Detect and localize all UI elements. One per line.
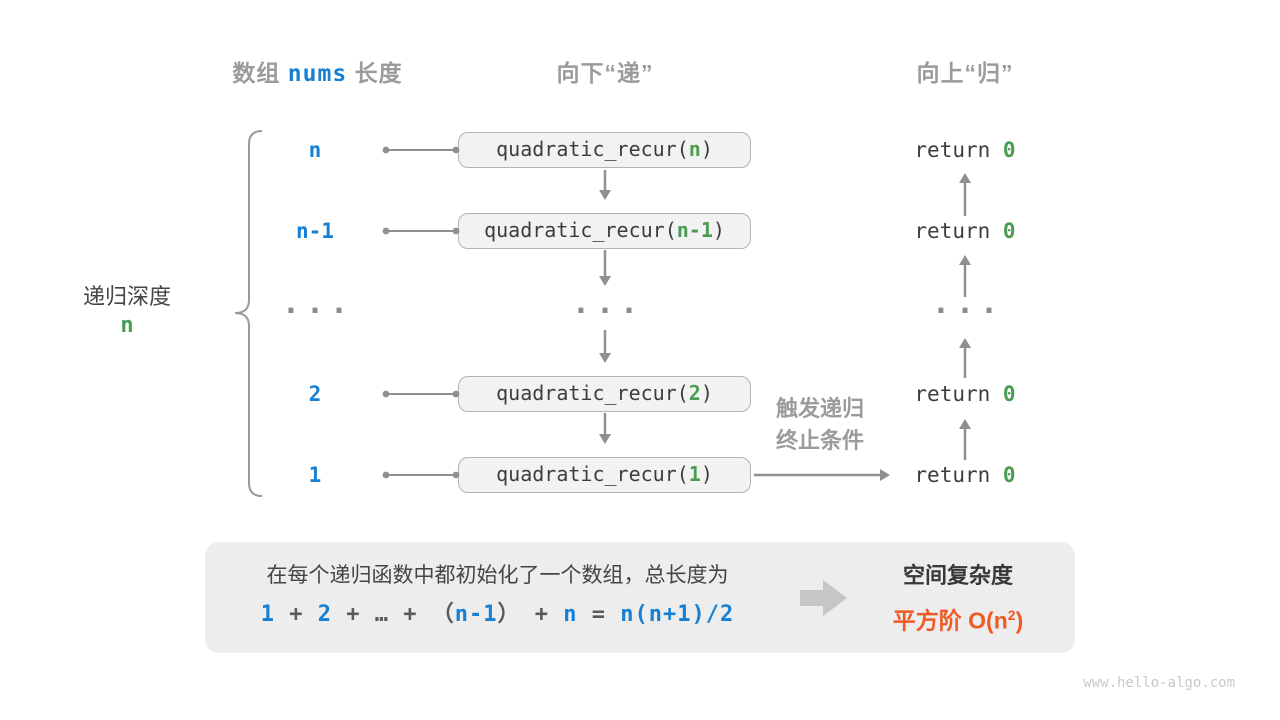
recursion-depth-label: 递归深度 n xyxy=(57,283,197,341)
return-line-1: return 0 xyxy=(900,461,1030,489)
complexity-sup: 2 xyxy=(1007,607,1016,623)
header-downward: 向下“递” xyxy=(556,60,654,86)
trigger-note-line1: 触发递归 xyxy=(775,396,864,421)
watermark: www.hello-algo.com xyxy=(1083,675,1235,691)
formula-token: ） xyxy=(497,602,521,627)
return-line-n1: return 0 xyxy=(900,217,1030,245)
call-arg: 1 xyxy=(688,462,701,486)
connector-row-2 xyxy=(382,390,460,398)
call-close: ) xyxy=(700,381,713,405)
depth-value-2: 2 xyxy=(308,382,322,406)
formula-token: n xyxy=(563,602,578,627)
return-line-n: return 0 xyxy=(900,136,1030,164)
recursion-depth-text: 递归深度 xyxy=(82,284,171,309)
call-close: ) xyxy=(700,137,713,161)
return-value: 0 xyxy=(1002,219,1016,243)
summary-formula: 1 + 2 + … + （n-1） + n = n(n+1)/2 xyxy=(225,601,770,629)
return-value: 0 xyxy=(1002,138,1016,162)
return-value: 0 xyxy=(1002,463,1016,487)
complexity-pre: 平方阶 O(n xyxy=(892,607,1008,634)
complexity-post: ) xyxy=(1015,607,1024,634)
depth-value-n1: n-1 xyxy=(296,219,334,243)
call-box-2: quadratic_recur(2) xyxy=(458,376,751,412)
header-array-post: 长度 xyxy=(354,60,403,86)
call-arg: n xyxy=(688,137,701,161)
formula-token: 2 xyxy=(317,602,332,627)
depth-ellipsis: ··· xyxy=(281,294,355,329)
return-value: 0 xyxy=(1002,382,1016,406)
call-text: quadratic_recur( xyxy=(496,381,689,405)
call-box-1: quadratic_recur(1) xyxy=(458,457,751,493)
call-arg: n-1 xyxy=(676,218,713,242)
connector-row-n xyxy=(382,146,460,154)
complexity-value: 平方阶 O(n2) xyxy=(858,600,1058,634)
call-arg: 2 xyxy=(688,381,701,405)
return-line-2: return 0 xyxy=(900,380,1030,408)
call-text: quadratic_recur( xyxy=(496,137,689,161)
depth-value-n: n xyxy=(308,138,322,162)
recursion-depth-value: n xyxy=(120,313,134,338)
formula-token: + xyxy=(534,602,550,627)
header-upward: 向上“归” xyxy=(916,60,1014,86)
formula-token: + xyxy=(346,602,361,627)
return-keyword: return xyxy=(914,138,1003,162)
call-close: ) xyxy=(700,462,713,486)
return-keyword: return xyxy=(914,382,1003,406)
formula-token: （ xyxy=(431,602,455,627)
call-close: ) xyxy=(712,218,725,242)
call-box-n1: quadratic_recur(n-1) xyxy=(458,213,751,249)
connector-row-n1 xyxy=(382,227,460,235)
call-text: quadratic_recur( xyxy=(484,218,677,242)
return-keyword: return xyxy=(914,219,1003,243)
trigger-note-line2: 终止条件 xyxy=(775,428,864,453)
complexity-title: 空间复杂度 xyxy=(902,563,1013,588)
formula-token: … xyxy=(374,602,389,627)
formula-token: n(n+1)/2 xyxy=(620,602,735,627)
formula-token: n-1 xyxy=(454,602,498,627)
formula-token: + xyxy=(403,602,418,627)
header-array-code: nums xyxy=(287,61,348,87)
call-text: quadratic_recur( xyxy=(496,462,689,486)
return-ellipsis: ··· xyxy=(931,294,1005,329)
connector-row-1 xyxy=(382,471,460,479)
summary-description: 在每个递归函数中都初始化了一个数组，总长度为 xyxy=(266,564,729,587)
summary-panel xyxy=(205,542,1075,653)
return-keyword: return xyxy=(914,463,1003,487)
header-array-pre: 数组 xyxy=(232,60,281,86)
formula-token: + xyxy=(289,602,304,627)
header-array-length: 数组 nums 长度 xyxy=(195,58,440,88)
formula-token: 1 xyxy=(260,602,275,627)
depth-value-1: 1 xyxy=(308,463,322,487)
formula-token: = xyxy=(591,602,607,627)
call-box-n: quadratic_recur(n) xyxy=(458,132,751,168)
call-ellipsis: ··· xyxy=(571,294,645,329)
